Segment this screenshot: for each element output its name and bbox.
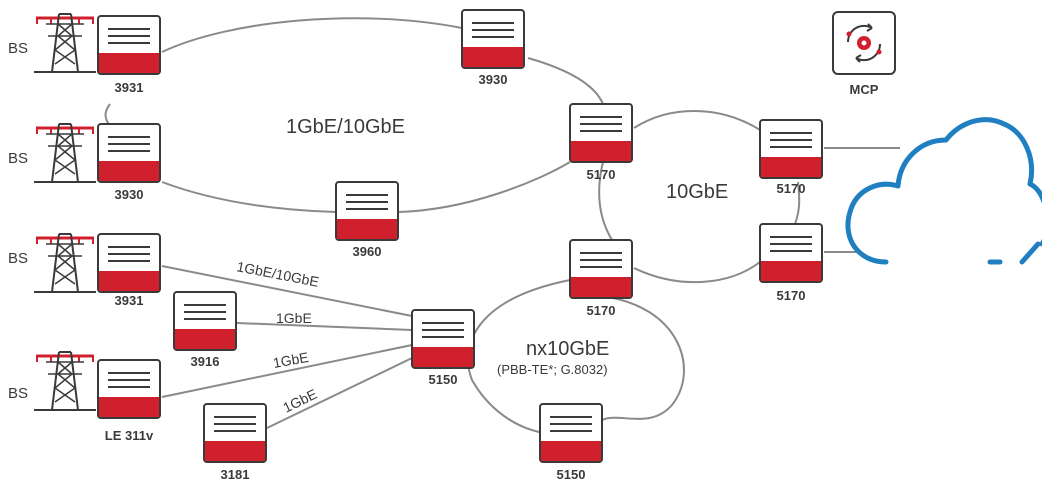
tower-icon bbox=[32, 12, 98, 74]
agg-ring-label: nx10GbE bbox=[526, 338, 609, 360]
device-label: 3960 bbox=[353, 244, 382, 259]
access-ring-right bbox=[527, 57, 604, 105]
link-3931-5150 bbox=[161, 265, 413, 317]
device-label: 3916 bbox=[191, 354, 220, 369]
device-3931-top: 3931 bbox=[97, 15, 161, 95]
core-ring-top bbox=[633, 110, 761, 131]
device-label: 3931 bbox=[115, 80, 144, 95]
core-ring-left bbox=[598, 161, 613, 241]
device-label: 5170 bbox=[777, 288, 806, 303]
device-3930-top: 3930 bbox=[461, 9, 525, 87]
base-station-2: BS bbox=[8, 122, 98, 184]
device-3181: 3181 bbox=[203, 403, 267, 482]
core-ring-label: 10GbE bbox=[666, 181, 728, 203]
device-3931-mid: 3931 bbox=[97, 233, 161, 308]
device-3916: 3916 bbox=[173, 291, 237, 369]
access-ring-bottom-right bbox=[397, 161, 571, 213]
device-label: 3931 bbox=[115, 293, 144, 308]
device-5170-d: 5170 bbox=[759, 223, 823, 303]
device-3960: 3960 bbox=[335, 181, 399, 259]
device-label: 5170 bbox=[587, 167, 616, 182]
links-layer bbox=[104, 17, 900, 435]
cloud-base-right bbox=[1019, 241, 1041, 265]
bs-label-1: BS bbox=[8, 40, 28, 57]
cloud-icon bbox=[845, 117, 1042, 265]
tower-icon bbox=[32, 350, 98, 412]
core-ring-bottom bbox=[633, 261, 761, 284]
device-label: 5170 bbox=[777, 181, 806, 196]
device-5150-b: 5150 bbox=[539, 403, 603, 482]
base-station-4: BS bbox=[8, 350, 98, 412]
bs-label-2: BS bbox=[8, 150, 28, 167]
bs-label-3: BS bbox=[8, 250, 28, 267]
access-ring-bottom bbox=[161, 181, 337, 213]
link-le311v-5150 bbox=[161, 344, 413, 398]
device-label: 3930 bbox=[115, 187, 144, 202]
link-label-3931-5150: 1GbE/10GbE bbox=[235, 258, 320, 290]
access-ring-left bbox=[104, 103, 111, 127]
device-3930-left: 3930 bbox=[97, 123, 161, 202]
core-ring-right bbox=[794, 181, 801, 225]
link-3181-5150 bbox=[266, 357, 413, 429]
mcp-icon bbox=[832, 11, 896, 75]
device-5170-b: 5170 bbox=[759, 119, 823, 196]
bs-label-4: BS bbox=[8, 385, 28, 402]
base-station-1: BS bbox=[8, 12, 98, 74]
access-ring-top bbox=[161, 17, 463, 53]
tower-icon bbox=[32, 232, 98, 294]
link-label-3916-5150: 1GbE bbox=[276, 310, 312, 326]
device-label: 5170 bbox=[587, 303, 616, 318]
base-station-3: BS bbox=[8, 232, 98, 294]
link-label-le-5150: 1GbE bbox=[272, 349, 310, 371]
device-5150-a: 5150 bbox=[411, 309, 475, 387]
device-label: 3930 bbox=[479, 72, 508, 87]
device-5170-c: 5170 bbox=[569, 239, 633, 318]
link-3916-5150 bbox=[236, 322, 413, 331]
mcp-label: MCP bbox=[850, 82, 879, 97]
device-label: LE 311v bbox=[105, 428, 154, 443]
device-label: 3181 bbox=[221, 467, 250, 482]
device-5170-a: 5170 bbox=[569, 103, 633, 182]
agg-ring-sublabel: (PBB-TE*; G.8032) bbox=[497, 362, 608, 377]
device-label: 5150 bbox=[557, 467, 586, 482]
device-label: 5150 bbox=[429, 372, 458, 387]
access-ring-label: 1GbE/10GbE bbox=[286, 116, 405, 138]
device-le311v: LE 311v bbox=[97, 359, 161, 443]
tower-icon bbox=[32, 122, 98, 184]
